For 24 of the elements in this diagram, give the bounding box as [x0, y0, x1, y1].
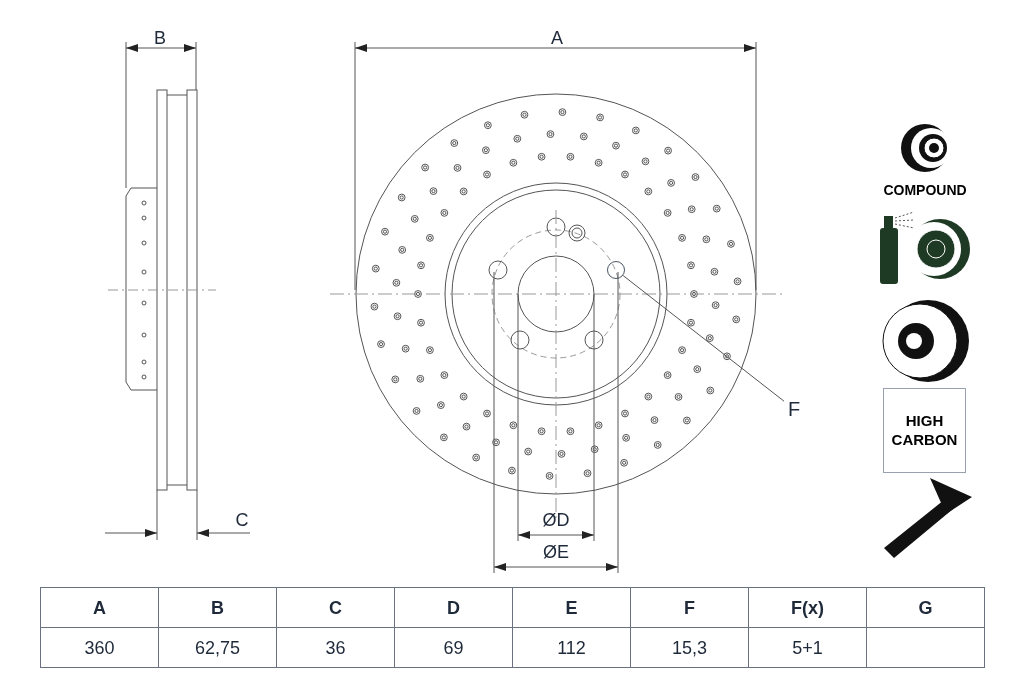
table-header-cell: E	[513, 588, 631, 628]
leader-line	[622, 275, 785, 402]
table-cell: 360	[41, 628, 159, 668]
callout-letter: F	[784, 396, 804, 422]
table-header-cell: G	[867, 588, 985, 628]
table-header-cell: B	[159, 588, 277, 628]
table-cell: 36	[277, 628, 395, 668]
dimension-label: ØD	[542, 509, 570, 532]
high-carbon-badge: HIGH CARBON	[883, 388, 966, 473]
table-header-cell: F(x)	[749, 588, 867, 628]
dimension-label: C	[235, 509, 249, 532]
dimension-label: B	[154, 27, 166, 50]
table-cell: 5+1	[749, 628, 867, 668]
icon-caption: COMPOUND	[883, 180, 967, 200]
table-cell: 62,75	[159, 628, 277, 668]
table-header-cell: F	[631, 588, 749, 628]
table-cell: 69	[395, 628, 513, 668]
table-header-cell: A	[41, 588, 159, 628]
dimension-label: A	[551, 27, 563, 50]
dimension-label: ØE	[543, 541, 569, 564]
table-header-cell: C	[277, 588, 395, 628]
table-cell: 15,3	[631, 628, 749, 668]
table-cell: 112	[513, 628, 631, 668]
table-header-cell: D	[395, 588, 513, 628]
